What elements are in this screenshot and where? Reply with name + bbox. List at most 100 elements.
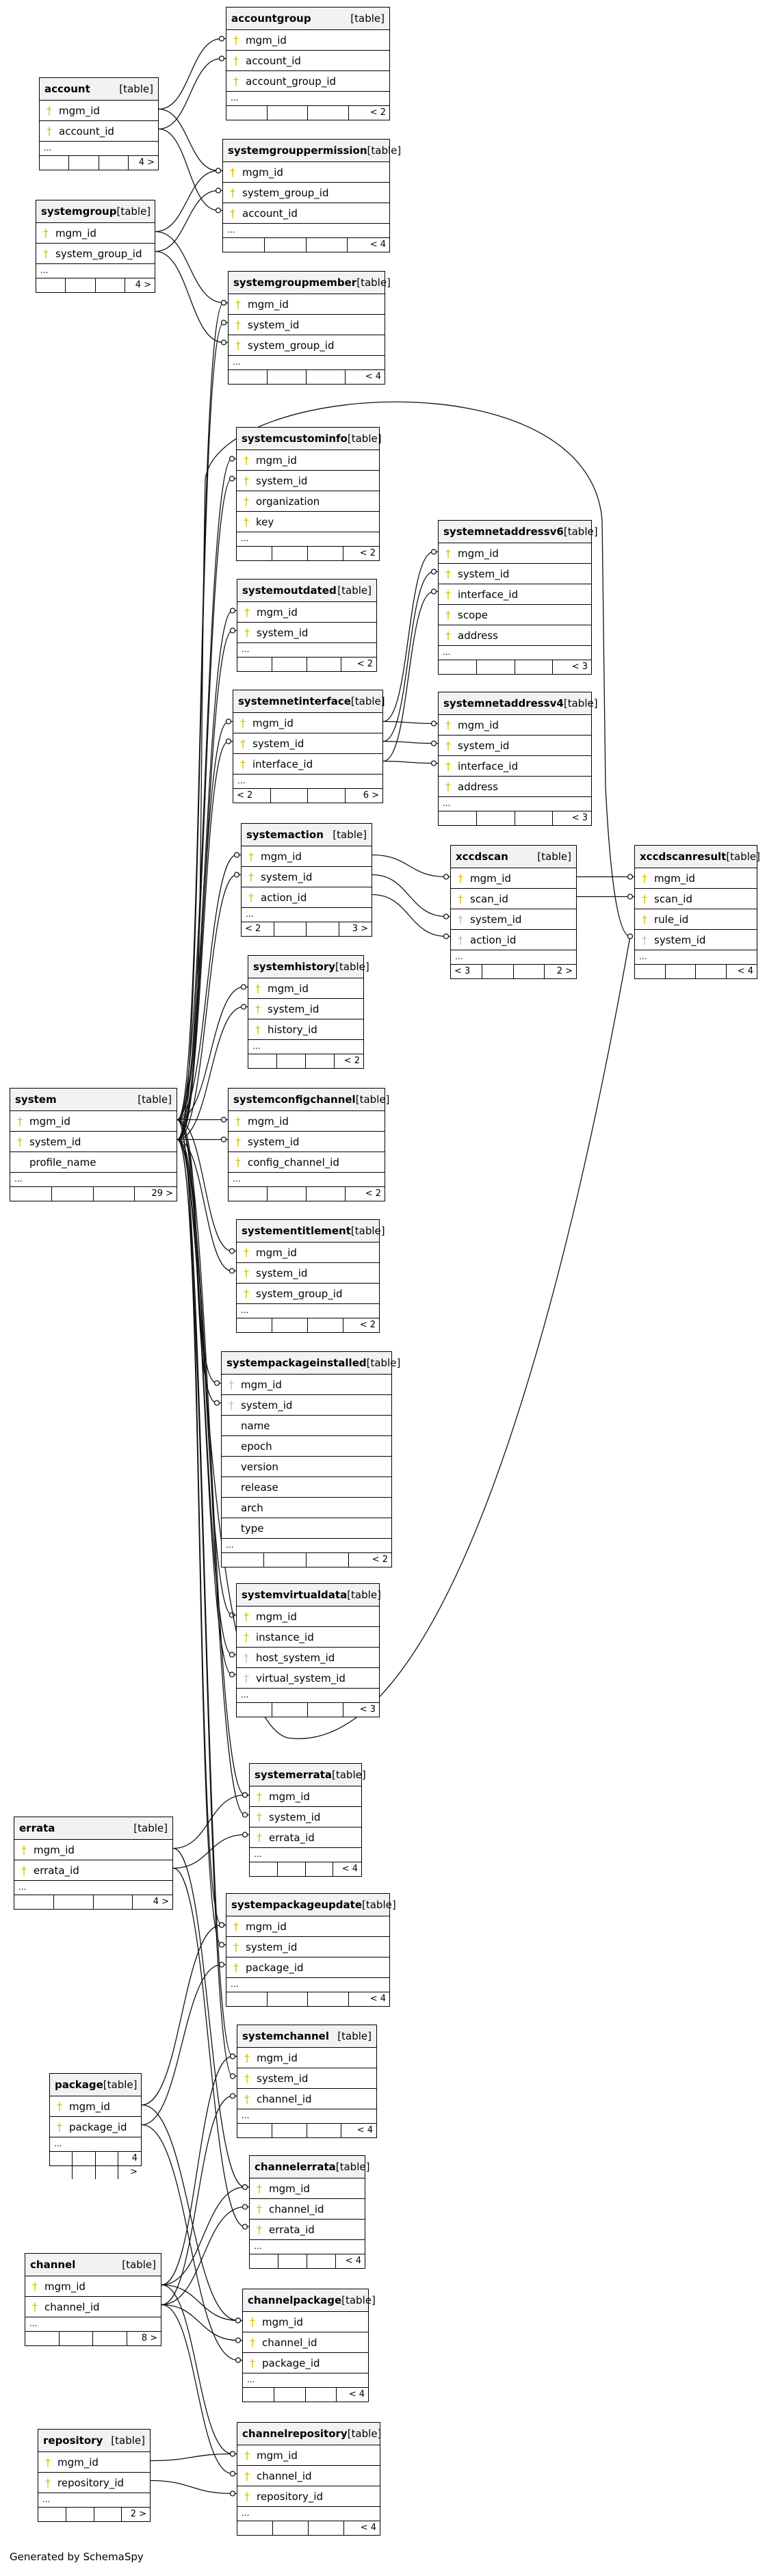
column-row[interactable]: †system_id: [451, 909, 576, 930]
column-row[interactable]: †system_group_id: [36, 244, 155, 264]
column-row[interactable]: †channel_id: [250, 2199, 365, 2220]
table-systemcustominfo[interactable]: systemcustominfo[table]†mgm_id†system_id…: [236, 427, 382, 561]
table-channel[interactable]: channel[table]†mgm_id†channel_id...8 >: [25, 2253, 161, 2346]
column-row[interactable]: †interface_id: [439, 756, 591, 777]
table-systemnetaddressv4[interactable]: systemnetaddressv4[table]†mgm_id†system_…: [438, 692, 598, 826]
table-systempackageinstalled[interactable]: systempackageinstalled[table]†mgm_id†sys…: [221, 1351, 400, 1567]
column-row[interactable]: †action_id: [242, 887, 372, 908]
column-row[interactable]: †mgm_id: [248, 978, 363, 999]
column-row[interactable]: †mgm_id: [233, 713, 382, 733]
column-row[interactable]: †system_id: [635, 930, 757, 950]
column-row[interactable]: †rule_id: [635, 909, 757, 930]
column-row[interactable]: †system_id: [233, 733, 382, 754]
column-row[interactable]: †scan_id: [635, 889, 757, 909]
table-account[interactable]: account[table]†mgm_id†account_id...4 >: [39, 77, 159, 170]
column-row[interactable]: †channel_id: [243, 2332, 368, 2353]
column-row[interactable]: †mgm_id: [229, 1111, 385, 1132]
column-row[interactable]: †type: [222, 1518, 391, 1539]
column-row[interactable]: †account_id: [223, 203, 389, 224]
column-row[interactable]: †system_id: [248, 999, 363, 1019]
column-row[interactable]: †system_id: [439, 564, 591, 584]
column-row[interactable]: †mgm_id: [36, 223, 155, 244]
column-row[interactable]: †mgm_id: [237, 1243, 379, 1263]
column-row[interactable]: †mgm_id: [243, 2312, 368, 2332]
column-row[interactable]: †package_id: [50, 2117, 141, 2137]
column-row[interactable]: †mgm_id: [14, 1840, 172, 1860]
table-systemvirtualdata[interactable]: systemvirtualdata[table]†mgm_id†instance…: [236, 1583, 381, 1717]
column-row[interactable]: †mgm_id: [439, 715, 591, 736]
column-row[interactable]: †account_id: [40, 121, 158, 142]
column-row[interactable]: †interface_id: [439, 584, 591, 605]
table-systemgroup[interactable]: systemgroup[table]†mgm_id†system_group_i…: [36, 200, 155, 293]
column-row[interactable]: †channel_id: [237, 2089, 376, 2109]
table-accountgroup[interactable]: accountgroup[table]†mgm_id†account_id†ac…: [226, 7, 390, 120]
column-row[interactable]: †epoch: [222, 1436, 391, 1457]
column-row[interactable]: †channel_id: [237, 2466, 380, 2486]
column-row[interactable]: †action_id: [451, 930, 576, 950]
column-row[interactable]: †repository_id: [38, 2473, 150, 2493]
column-row[interactable]: †mgm_id: [229, 294, 385, 315]
column-row[interactable]: †mgm_id: [25, 2276, 161, 2297]
table-systemgrouppermission[interactable]: systemgrouppermission[table]†mgm_id†syst…: [222, 139, 401, 252]
column-row[interactable]: †mgm_id: [250, 2178, 365, 2199]
column-row[interactable]: †host_system_id: [237, 1648, 379, 1668]
column-row[interactable]: †mgm_id: [237, 602, 376, 623]
column-row[interactable]: †arch: [222, 1498, 391, 1518]
column-row[interactable]: †mgm_id: [40, 101, 158, 121]
table-xccdscanresult[interactable]: xccdscanresult[table]†mgm_id†scan_id†rul…: [634, 845, 760, 979]
column-row[interactable]: †scope: [439, 605, 591, 625]
table-systemgroupmember[interactable]: systemgroupmember[table]†mgm_id†system_i…: [228, 271, 391, 385]
column-row[interactable]: †system_id: [237, 471, 379, 491]
column-row[interactable]: †mgm_id: [226, 1916, 389, 1937]
column-row[interactable]: †interface_id: [233, 754, 382, 775]
column-row[interactable]: †scan_id: [451, 889, 576, 909]
column-row[interactable]: †system_id: [229, 1132, 385, 1152]
column-row[interactable]: †mgm_id: [250, 1786, 361, 1807]
column-row[interactable]: †system_id: [229, 315, 385, 335]
table-systemchannel[interactable]: systemchannel[table]†mgm_id†system_id†ch…: [237, 2025, 377, 2138]
column-row[interactable]: †release: [222, 1477, 391, 1498]
column-row[interactable]: †errata_id: [250, 1827, 361, 1848]
column-row[interactable]: †mgm_id: [38, 2452, 150, 2473]
column-row[interactable]: †instance_id: [237, 1627, 379, 1648]
table-xccdscan[interactable]: xccdscan[table]†mgm_id†scan_id†system_id…: [450, 845, 577, 979]
column-row[interactable]: †mgm_id: [223, 162, 389, 183]
column-row[interactable]: †system_group_id: [229, 335, 385, 356]
table-channelpackage[interactable]: channelpackage[table]†mgm_id†channel_id†…: [242, 2289, 376, 2402]
table-systemhistory[interactable]: systemhistory[table]†mgm_id†system_id†hi…: [248, 955, 369, 1069]
column-row[interactable]: †system_group_id: [223, 183, 389, 203]
table-channelerrata[interactable]: channelerrata[table]†mgm_id†channel_id†e…: [249, 2155, 369, 2269]
column-row[interactable]: †package_id: [226, 1957, 389, 1978]
table-systemconfigchannel[interactable]: systemconfigchannel[table]†mgm_id†system…: [228, 1088, 389, 1201]
table-systemnetaddressv6[interactable]: systemnetaddressv6[table]†mgm_id†system_…: [438, 520, 598, 675]
column-row[interactable]: †mgm_id: [237, 1606, 379, 1627]
column-row[interactable]: †key: [237, 512, 379, 532]
column-row[interactable]: †errata_id: [250, 2220, 365, 2240]
column-row[interactable]: †history_id: [248, 1019, 363, 1040]
table-systempackageupdate[interactable]: systempackageupdate[table]†mgm_id†system…: [226, 1893, 396, 2007]
column-row[interactable]: †account_group_id: [226, 71, 389, 92]
column-row[interactable]: †mgm_id: [226, 30, 389, 51]
column-row[interactable]: †mgm_id: [237, 2445, 380, 2466]
column-row[interactable]: †channel_id: [25, 2297, 161, 2317]
column-row[interactable]: †system_group_id: [237, 1284, 379, 1304]
table-package[interactable]: package[table]†mgm_id†package_id...4 >: [49, 2073, 142, 2179]
column-row[interactable]: †errata_id: [14, 1860, 172, 1881]
table-errata[interactable]: errata[table]†mgm_id†errata_id...4 >: [14, 1817, 173, 1910]
column-row[interactable]: †system_id: [226, 1937, 389, 1957]
column-row[interactable]: †address: [439, 625, 591, 646]
column-row[interactable]: †package_id: [243, 2353, 368, 2373]
column-row[interactable]: †system_id: [10, 1132, 177, 1152]
column-row[interactable]: †mgm_id: [242, 846, 372, 867]
column-row[interactable]: †mgm_id: [50, 2096, 141, 2117]
column-row[interactable]: †system_id: [237, 623, 376, 643]
column-row[interactable]: †address: [439, 777, 591, 797]
column-row[interactable]: †mgm_id: [439, 543, 591, 564]
column-row[interactable]: †name: [222, 1416, 391, 1436]
table-systementitlement[interactable]: systementitlement[table]†mgm_id†system_i…: [236, 1219, 385, 1333]
table-repository[interactable]: repository[table]†mgm_id†repository_id..…: [38, 2429, 151, 2522]
table-systemaction[interactable]: systemaction[table]†mgm_id†system_id†act…: [241, 823, 372, 937]
column-row[interactable]: †system_id: [237, 1263, 379, 1284]
column-row[interactable]: †mgm_id: [10, 1111, 177, 1132]
column-row[interactable]: †account_id: [226, 51, 389, 71]
